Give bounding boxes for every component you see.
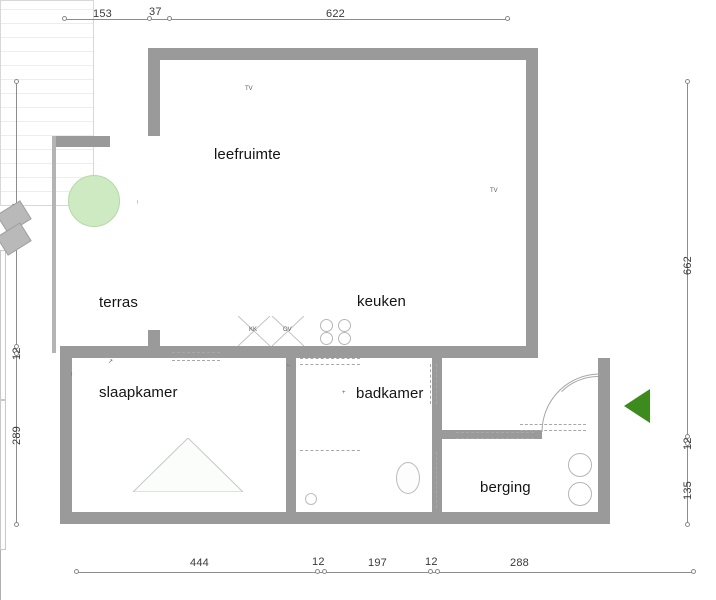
dim-tick bbox=[167, 16, 172, 21]
dimension-label-bottom-4: 12 bbox=[425, 556, 438, 568]
wall-right-living bbox=[526, 48, 538, 358]
tv-cabinet-label: TV bbox=[245, 86, 253, 92]
dim-tick bbox=[691, 569, 696, 574]
dim-tick bbox=[74, 569, 79, 574]
berging-door-dash-2 bbox=[456, 438, 534, 439]
opening-kitchen-dash-1 bbox=[172, 352, 220, 353]
dimension-label-left-2: 12 bbox=[11, 347, 23, 360]
dim-tick bbox=[685, 79, 690, 84]
opening-hall-dash-2 bbox=[300, 364, 360, 365]
slider-panel-2[interactable] bbox=[0, 400, 6, 550]
wall-right-notch bbox=[526, 48, 538, 60]
burner-3 bbox=[320, 332, 333, 345]
dimension-label-top-1: 153 bbox=[93, 8, 112, 20]
terrace-table bbox=[68, 175, 120, 227]
wall-terrace-left bbox=[52, 136, 56, 353]
opening-hall-dash-1 bbox=[300, 358, 360, 359]
bed-duvet-icon bbox=[133, 438, 243, 492]
washer-drum-icon bbox=[568, 453, 592, 477]
wall-bathroom-hall bbox=[432, 358, 442, 512]
bedroom-window-arrow: ↑ bbox=[70, 372, 73, 378]
dimension-label-bottom-3: 197 bbox=[368, 557, 387, 569]
wall-entrance-right bbox=[598, 418, 610, 440]
dim-tick bbox=[315, 569, 320, 574]
terrace-sliding-doors[interactable]: ↑ bbox=[0, 200, 716, 600]
dim-tick bbox=[322, 569, 327, 574]
dimension-label-left-3: 289 bbox=[11, 426, 23, 445]
dim-tick bbox=[14, 79, 19, 84]
oven-cross-icon bbox=[272, 316, 304, 346]
dim-tick bbox=[147, 16, 152, 21]
shower-drain-icon bbox=[305, 493, 317, 505]
bathroom-door-dash bbox=[430, 364, 431, 404]
burner-1 bbox=[320, 319, 333, 332]
dim-tick bbox=[685, 441, 690, 446]
dimension-label-bottom-1: 444 bbox=[190, 557, 209, 569]
tv-wall-label: TV bbox=[490, 188, 498, 194]
bathroom-right-dash bbox=[436, 452, 437, 508]
room-label-keuken: keuken bbox=[357, 293, 406, 310]
dryer-drum-icon bbox=[568, 482, 592, 506]
dim-tick bbox=[14, 351, 19, 356]
entrance-arrow-icon bbox=[624, 389, 650, 423]
burner-4 bbox=[338, 332, 351, 345]
slider-rail bbox=[0, 550, 1, 600]
wall-bedroom-bathroom bbox=[286, 358, 296, 512]
wall-terrace-top bbox=[52, 136, 110, 147]
fridge-label: KK bbox=[249, 327, 258, 333]
dimension-label-right-3: 135 bbox=[682, 481, 694, 500]
entrance-threshold-dash-2 bbox=[520, 430, 586, 431]
dim-tick bbox=[685, 434, 690, 439]
room-label-berging: berging bbox=[480, 479, 531, 496]
dim-tick bbox=[14, 522, 19, 527]
bathroom-door-dash-2 bbox=[436, 364, 437, 404]
dimension-label-bottom-2: 12 bbox=[312, 556, 325, 568]
wall-bottom bbox=[60, 512, 610, 524]
shower-curtain-rail bbox=[300, 450, 360, 451]
room-label-slaapkamer: slaapkamer bbox=[99, 384, 178, 401]
fridge-cross-icon bbox=[238, 316, 270, 346]
dim-tick bbox=[14, 344, 19, 349]
entrance-threshold-dash bbox=[520, 424, 586, 425]
dimension-label-right-1: 662 bbox=[682, 256, 694, 275]
room-label-terras: terras bbox=[99, 294, 138, 311]
berging-door-dash bbox=[456, 432, 534, 433]
burner-2 bbox=[338, 319, 351, 332]
dimension-label-bottom-5: 288 bbox=[510, 557, 529, 569]
dim-tick bbox=[505, 16, 510, 21]
sliding-door-arrow: ← bbox=[286, 362, 292, 368]
dimension-label-top-3: 622 bbox=[326, 8, 345, 20]
terrace-decking bbox=[0, 0, 94, 206]
slider-arrow-label: ↑ bbox=[136, 200, 139, 206]
wall-top bbox=[148, 48, 538, 60]
interior-living bbox=[148, 48, 538, 358]
bedroom-door-arrow: ↗ bbox=[108, 359, 114, 365]
wall-hall-right bbox=[598, 358, 610, 418]
toilet-bowl bbox=[396, 462, 420, 494]
wall-hall-berging bbox=[442, 430, 542, 439]
opening-kitchen-dash-2 bbox=[172, 360, 220, 361]
slider-panel-1[interactable] bbox=[0, 250, 6, 400]
wall-kitchen-band bbox=[228, 346, 538, 356]
oven-label: OV bbox=[283, 327, 292, 333]
room-label-badkamer: badkamer bbox=[356, 385, 424, 402]
bathroom-sink-tap-icon: + bbox=[342, 390, 346, 396]
dim-tick bbox=[435, 569, 440, 574]
dim-tick bbox=[685, 522, 690, 527]
dimension-label-right-2: 12 bbox=[682, 437, 694, 450]
dim-tick bbox=[428, 569, 433, 574]
room-label-leefruimte: leefruimte bbox=[214, 146, 281, 163]
dim-tick bbox=[62, 16, 67, 21]
entrance-door-arc-icon bbox=[541, 373, 601, 433]
dimension-label-top-2: 37 bbox=[149, 6, 162, 18]
wall-left-living-upper bbox=[148, 48, 160, 136]
wall-left-lower bbox=[60, 346, 72, 524]
